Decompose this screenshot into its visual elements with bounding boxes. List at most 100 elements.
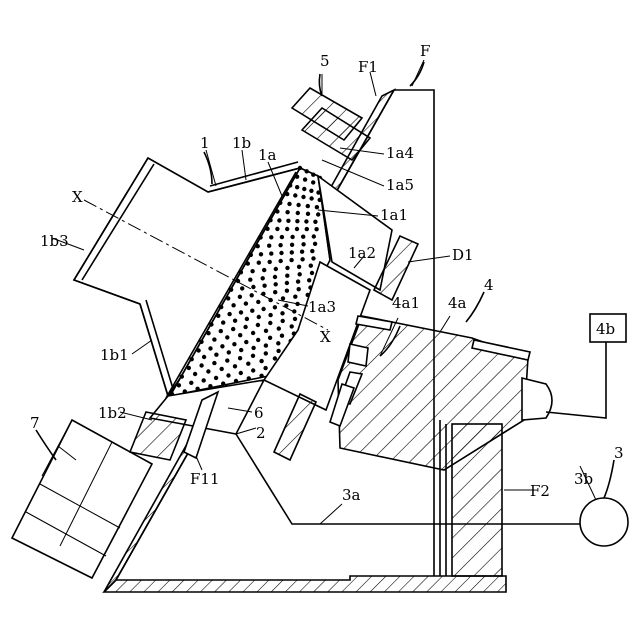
mesh-hole [251, 368, 255, 372]
mesh-hole [293, 317, 297, 321]
mesh-hole [268, 313, 272, 317]
mesh-hole [303, 177, 307, 181]
mesh-hole [295, 219, 299, 223]
mesh-hole [269, 251, 273, 255]
mesh-hole [298, 272, 302, 276]
mesh-hole [277, 326, 281, 330]
mesh-hole [256, 300, 260, 304]
mesh-hole [277, 218, 281, 222]
mesh-hole [278, 243, 282, 247]
label-4b: 4b [596, 320, 615, 338]
block-1b2 [130, 412, 186, 460]
mesh-hole [251, 346, 255, 350]
mesh-hole [231, 327, 235, 331]
mesh-hole [280, 311, 284, 315]
mesh-hole [250, 309, 254, 313]
mesh-hole [302, 187, 306, 191]
mesh-hole [256, 338, 260, 342]
mesh-hole [263, 366, 267, 370]
mesh-hole [193, 372, 197, 376]
mesh-hole [233, 364, 237, 368]
mesh-hole [262, 268, 266, 272]
mesh-hole [189, 381, 193, 385]
mesh-hole [256, 323, 260, 327]
mesh-hole [238, 295, 242, 299]
label-5: 5 [320, 52, 330, 70]
mesh-hole [311, 180, 315, 184]
part-4a1 [348, 344, 368, 366]
label-1a2: 1a2 [348, 244, 376, 262]
mesh-hole [315, 205, 319, 209]
label-1a4: 1a4 [386, 144, 414, 162]
mesh-hole [301, 235, 305, 239]
mesh-hole [264, 351, 268, 355]
mesh-hole [273, 275, 277, 279]
mesh-hole [221, 320, 225, 324]
mesh-hole [267, 244, 271, 248]
mesh-hole [285, 289, 289, 293]
mesh-hole [310, 271, 314, 275]
mesh-hole [301, 242, 305, 246]
mesh-hole [305, 169, 309, 173]
label-4a1: 4a1 [392, 294, 420, 312]
mesh-hole [295, 227, 299, 231]
label-1a3: 1a3 [308, 298, 336, 316]
mesh-hole [262, 284, 266, 288]
mesh-hole [296, 203, 300, 207]
mesh-hole [214, 376, 218, 380]
mesh-hole [297, 265, 301, 269]
label-4: 4 [484, 276, 494, 294]
mesh-hole [250, 293, 254, 297]
mesh-hole [280, 235, 284, 239]
mesh-hole [296, 211, 300, 215]
mesh-hole [295, 185, 299, 189]
mesh-hole [208, 384, 212, 388]
mesh-hole [290, 250, 294, 254]
mesh-hole [227, 312, 231, 316]
mesh-hole [244, 340, 248, 344]
mesh-hole [290, 324, 294, 328]
mesh-hole [250, 269, 254, 273]
circle-3b [580, 498, 628, 546]
mesh-hole [290, 235, 294, 239]
label-3a: 3a [342, 486, 361, 504]
mesh-hole [251, 354, 255, 358]
mesh-hole [289, 258, 293, 262]
wire-4b [546, 342, 606, 418]
mesh-hole [293, 193, 297, 197]
label-1b2: 1b2 [98, 404, 127, 422]
mesh-hole [274, 282, 278, 286]
mesh-hole [232, 342, 236, 346]
mesh-hole [293, 295, 297, 299]
mesh-hole [281, 319, 285, 323]
base-plate [104, 576, 506, 592]
mesh-hole [301, 195, 305, 199]
mesh-hole [273, 290, 277, 294]
mesh-hole [248, 278, 252, 282]
mesh-hole [212, 337, 216, 341]
label-3b: 3b [574, 470, 593, 488]
mesh-hole [312, 234, 316, 238]
arrow-7 [36, 430, 56, 460]
label-6: 6 [254, 404, 264, 422]
mesh-hole [268, 260, 272, 264]
mesh-hole [219, 329, 223, 333]
mesh-hole [276, 349, 280, 353]
mesh-hole [233, 319, 237, 323]
mesh-hole [306, 212, 310, 216]
arrow-3 [604, 460, 614, 498]
mesh-hole [264, 343, 268, 347]
mesh-hole [245, 317, 249, 321]
mesh-hole [275, 227, 279, 231]
mesh-hole [268, 336, 272, 340]
mesh-hole [304, 219, 308, 223]
mesh-hole [309, 264, 313, 268]
mesh-hole [276, 341, 280, 345]
mesh-hole [279, 259, 283, 263]
mesh-hole [313, 242, 317, 246]
mesh-hole [280, 334, 284, 338]
mesh-hole [269, 235, 273, 239]
mesh-hole [246, 362, 250, 366]
mesh-hole [309, 189, 313, 193]
mesh-hole [202, 378, 206, 382]
